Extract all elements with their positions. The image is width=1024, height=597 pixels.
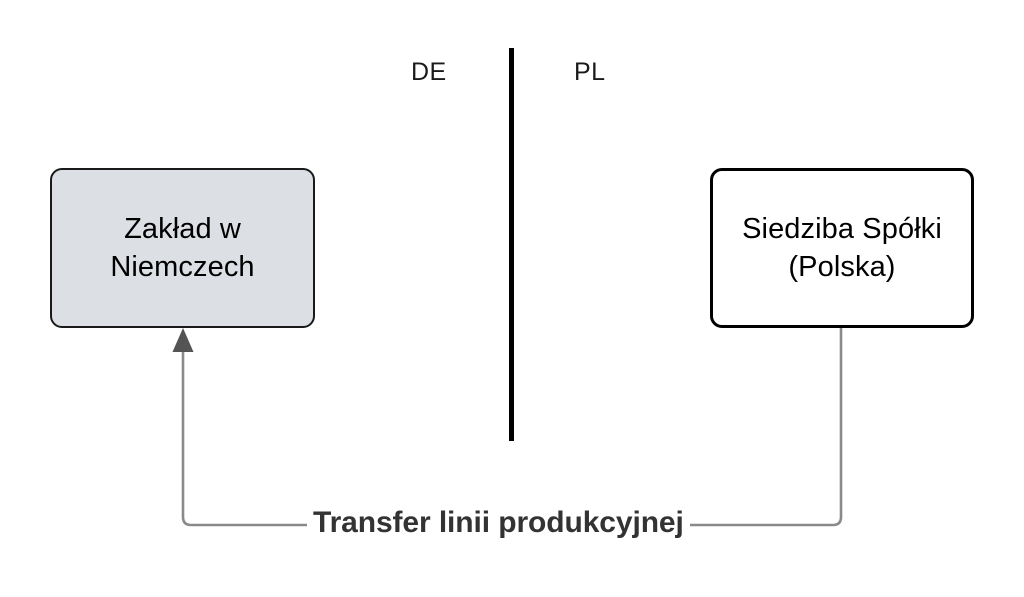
node-label-line-1: Siedziba Spółki	[742, 212, 942, 245]
node-zaklad-w-niemczech[interactable]: Zakład w Niemczech	[50, 168, 315, 328]
node-label-line-2: Niemczech	[110, 251, 255, 283]
node-label-line-1: Zakład w	[124, 212, 241, 245]
border-label-pl: PL	[574, 58, 606, 86]
node-label-line-2: (Polska)	[788, 251, 896, 283]
edge-label-transfer-linii-produkcyjnej: Transfer linii produkcyjnej	[307, 506, 690, 540]
border-label-de: DE	[411, 58, 447, 86]
transfer-arrowhead-icon	[172, 328, 194, 352]
node-siedziba-spolki-polska[interactable]: Siedziba Spółki (Polska)	[710, 168, 974, 328]
